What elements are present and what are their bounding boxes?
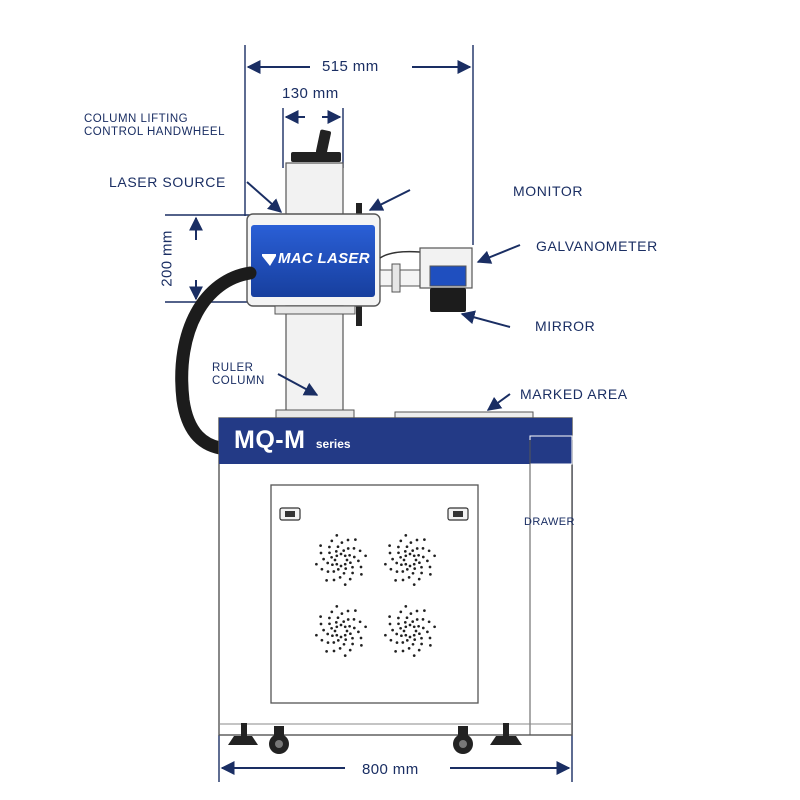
handwheel-label-line2: CONTROL HANDWHEEL	[84, 126, 225, 138]
foot-right	[490, 736, 522, 745]
vent-fan-icon	[384, 534, 436, 586]
dim-515-label: 515 mm	[322, 58, 379, 75]
connector-flange	[391, 263, 401, 293]
drawer-label: DRAWER	[524, 516, 575, 528]
feet-casters	[228, 723, 522, 754]
marked-area-plate	[394, 411, 534, 419]
column-base-plate	[274, 305, 356, 315]
cabinet-top-band	[219, 418, 572, 464]
head-galvo-cable	[379, 250, 421, 259]
dim-800-label: 800 mm	[362, 761, 419, 778]
vent-fans	[315, 534, 436, 657]
galvanometer-label: GALVANOMETER	[536, 238, 658, 254]
handwheel	[291, 129, 341, 162]
laser-head-panel	[251, 225, 375, 297]
mirror-arrow	[460, 310, 511, 328]
vent-fan-icon	[315, 534, 367, 586]
column-upper	[285, 162, 344, 219]
vent-fan-icon	[384, 605, 436, 657]
mac-laser-logo-mark	[262, 254, 276, 266]
label-arrows	[246, 181, 521, 411]
front-panel	[270, 484, 479, 704]
mirror-lens	[430, 288, 466, 312]
monitor-arrow	[368, 189, 411, 211]
ruler-column-label-line2: COLUMN	[212, 375, 265, 387]
column-lower	[285, 305, 344, 419]
dim-200-label: 200 mm	[158, 230, 176, 287]
dimension-arrows	[189, 60, 571, 775]
model-name: MQ-M	[234, 426, 306, 454]
vent-fan-icon	[315, 605, 367, 657]
mirror-label: MIRROR	[535, 318, 596, 334]
side-knob	[356, 306, 362, 326]
handwheel-label: COLUMN LIFTING CONTROL HANDWHEEL	[84, 113, 225, 139]
galvanometer-window	[429, 265, 467, 287]
column-foot	[275, 409, 355, 419]
laser-brand-label: MAC LASER	[278, 250, 370, 267]
marked-area-arrow	[486, 393, 511, 411]
ruler-column-arrow	[277, 373, 319, 396]
monitor-knob	[356, 203, 362, 216]
handwheel-label-line1: COLUMN LIFTING	[84, 113, 189, 125]
ruler-column-label-line1: RULER	[212, 362, 254, 374]
model-suffix: series	[315, 437, 351, 451]
laser-source-arrow	[246, 181, 283, 213]
laser-source-label: LASER SOURCE	[109, 174, 226, 190]
monitor-label: MONITOR	[513, 183, 584, 199]
marked-area-label: MARKED AREA	[520, 386, 628, 402]
model-label: MQ-M series	[234, 426, 351, 455]
foot-left	[228, 736, 258, 745]
dim-130-label: 130 mm	[282, 85, 339, 102]
fiber-hose	[175, 266, 257, 455]
ruler-column-label: RULER COLUMN	[212, 362, 265, 388]
galvanometer-arrow	[476, 244, 521, 264]
